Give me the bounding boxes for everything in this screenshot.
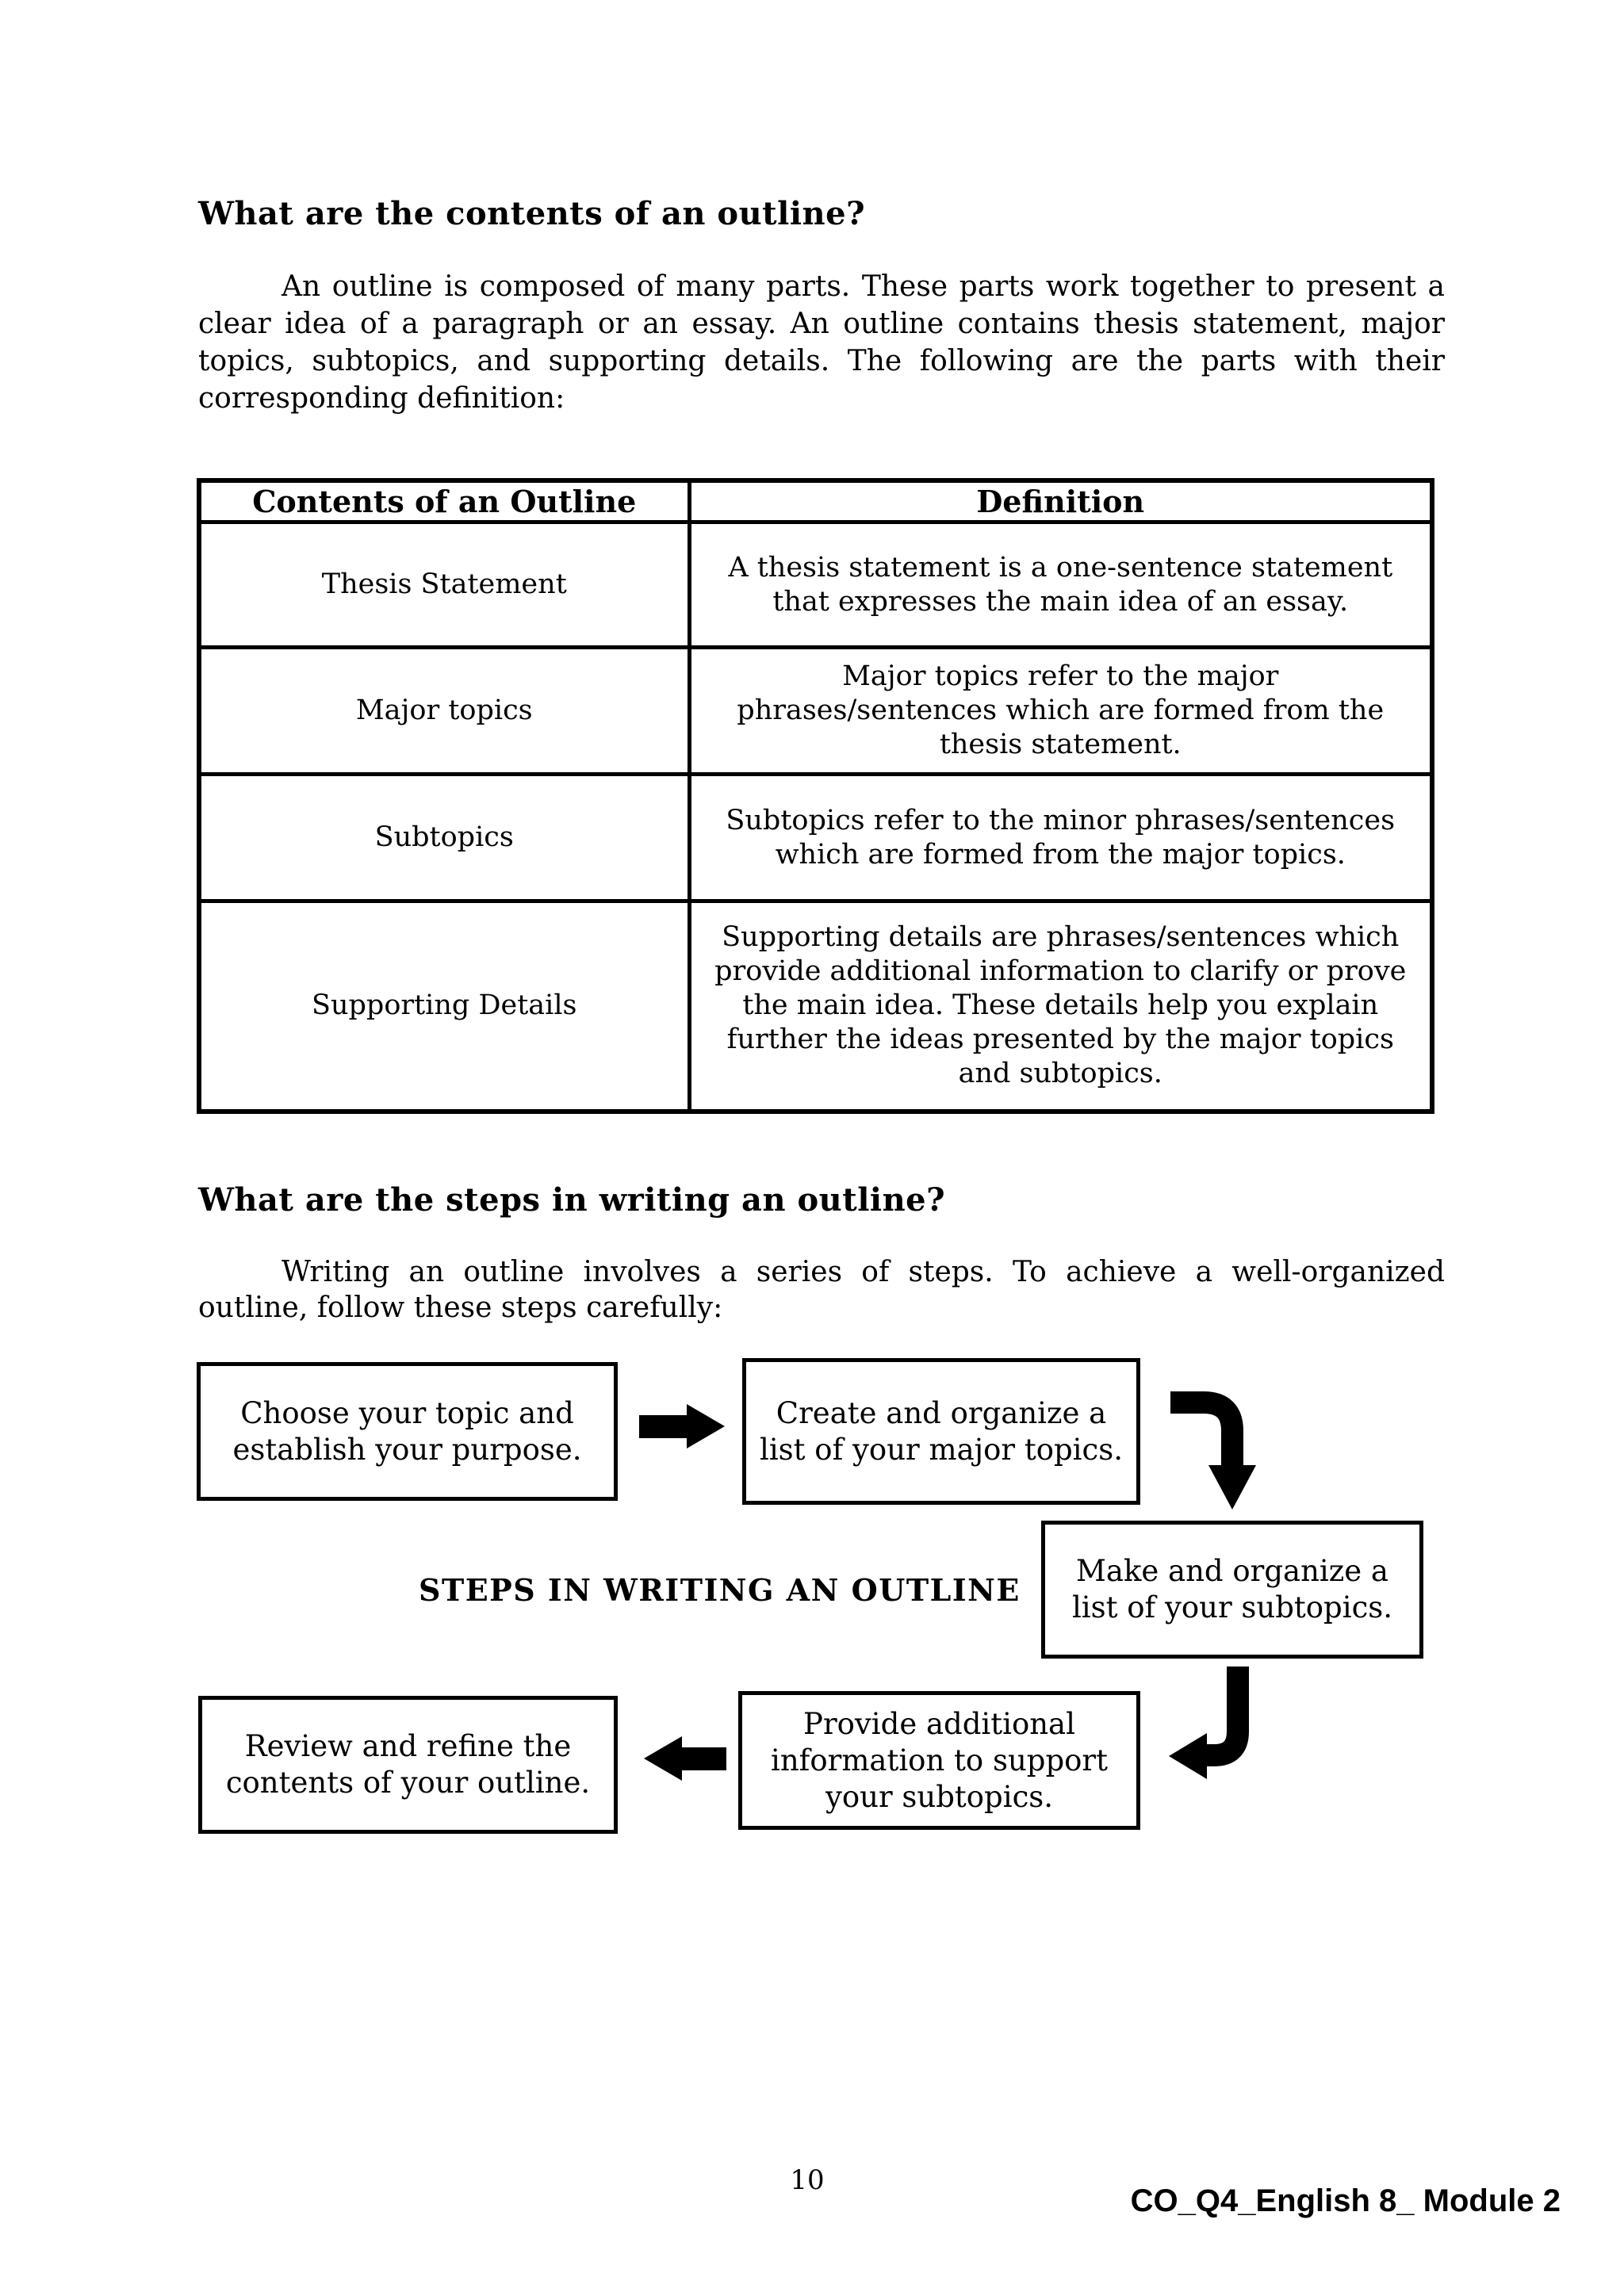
arrow-left-icon (644, 1736, 726, 1781)
arrow-shaft (639, 1415, 688, 1438)
curved-arrow-left-icon (1169, 1667, 1249, 1779)
module-label: CO_Q4_English 8_ Module 2 (1130, 2183, 1561, 2218)
term-cell: Supporting Details (197, 899, 691, 1113)
term-cell: Major topics (197, 645, 691, 776)
table-row: Thesis Statement A thesis statement is a… (197, 520, 1434, 649)
table-row: Subtopics Subtopics refer to the minor p… (197, 772, 1434, 903)
table-header-row: Contents of an Outline Definition (197, 478, 1434, 524)
section2-paragraph: Writing an outline involves a series of … (198, 1256, 1445, 1324)
section1-paragraph: An outline is composed of many parts. Th… (198, 270, 1445, 415)
table-row: Supporting Details Supporting details ar… (197, 899, 1434, 1113)
curved-arrow-down-icon (1170, 1391, 1256, 1510)
term-cell: Thesis Statement (197, 520, 691, 649)
table-header-definition: Definition (687, 478, 1434, 524)
table-header-contents: Contents of an Outline (197, 478, 691, 524)
arrow-head (644, 1736, 682, 1781)
flowchart-title: STEPS IN WRITING AN OUTLINE (419, 1572, 1021, 1608)
definition-cell: A thesis statement is a one-sentence sta… (687, 520, 1434, 649)
section2-heading: What are the steps in writing an outline… (198, 1181, 946, 1219)
arrow-right-icon (639, 1404, 726, 1448)
term-cell: Subtopics (197, 772, 691, 903)
arrow-shaft (680, 1747, 726, 1770)
page-number: 10 (790, 2164, 825, 2196)
section1-heading: What are the contents of an outline? (198, 195, 866, 232)
arrow-head (687, 1404, 725, 1448)
outline-contents-table: Contents of an Outline Definition Thesis… (197, 478, 1434, 1114)
table-row: Major topics Major topics refer to the m… (197, 645, 1434, 776)
definition-cell: Supporting details are phrases/sentences… (687, 899, 1434, 1113)
definition-cell: Subtopics refer to the minor phrases/sen… (687, 772, 1434, 903)
